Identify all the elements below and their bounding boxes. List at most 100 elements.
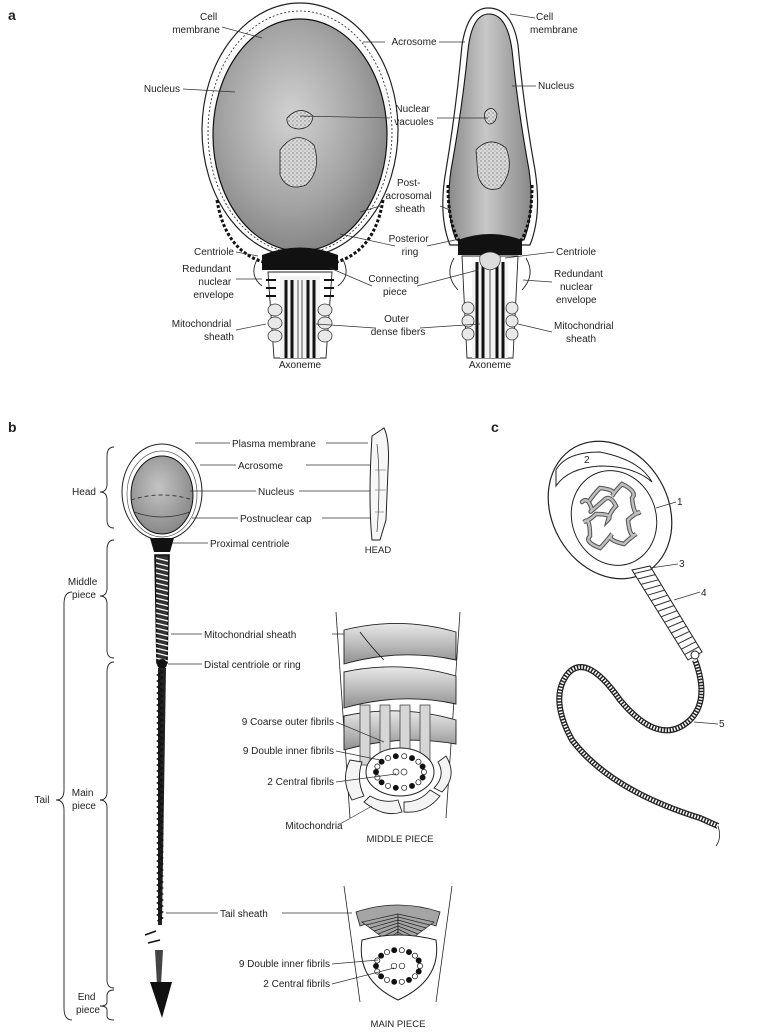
label-nucleus-right: Nucleus bbox=[538, 81, 574, 92]
caption-head: HEAD bbox=[365, 545, 392, 556]
caption-middle-piece: MIDDLE PIECE bbox=[366, 834, 433, 845]
fibril-dot bbox=[409, 782, 415, 789]
fibril-dot bbox=[398, 978, 405, 985]
label-axoneme-right: Axoneme bbox=[469, 360, 512, 371]
label-proximal-centriole: Proximal centriole bbox=[210, 539, 290, 550]
label-mitochondria: Mitochondria bbox=[285, 821, 343, 832]
label-mitochondrial-sheath-b: Mitochondrial sheath bbox=[204, 630, 296, 641]
fibril-dot bbox=[378, 779, 385, 786]
label-nucleus-b: Nucleus bbox=[258, 487, 294, 498]
fibril-dot bbox=[373, 769, 379, 775]
label-axoneme-left: Axoneme bbox=[279, 360, 322, 371]
label-connecting-piece: Connecting piece bbox=[368, 274, 421, 298]
fibril-dot bbox=[378, 952, 385, 959]
fibril-dot bbox=[378, 973, 385, 980]
mitochondrial-coil bbox=[155, 557, 169, 662]
fibril-dot bbox=[374, 774, 381, 781]
fibril-dot bbox=[391, 947, 398, 954]
label-number-3: 3 bbox=[679, 559, 685, 570]
label-9-double-inner-fibrils-middle: 9 Double inner fibrils bbox=[243, 746, 334, 757]
fibril-dot bbox=[401, 784, 408, 791]
label-acrosome: Acrosome bbox=[391, 37, 436, 48]
fibril-dot bbox=[378, 758, 385, 765]
fibril-dot bbox=[392, 753, 399, 760]
fibril-dot bbox=[421, 769, 427, 775]
label-postnuclear-cap: Postnuclear cap bbox=[240, 514, 312, 525]
panel-b-braces bbox=[55, 446, 115, 1021]
fibril-dot bbox=[385, 782, 391, 789]
label-distal-centriole-or-ring: Distal centriole or ring bbox=[204, 660, 301, 671]
label-2-central-fibrils-main: 2 Central fibrils bbox=[263, 979, 330, 990]
label-tail: Tail bbox=[34, 795, 49, 806]
label-post-acrosomal-sheath: Post- acrosomal sheath bbox=[386, 178, 435, 215]
fibril-ring-middle bbox=[373, 753, 427, 791]
fibril-dot bbox=[411, 973, 418, 980]
fibril-dot bbox=[411, 952, 418, 959]
fibril-ring-main bbox=[373, 947, 423, 985]
label-9-coarse-outer-fibrils: 9 Coarse outer fibrils bbox=[242, 717, 334, 728]
tail-sheath-wiggle bbox=[156, 669, 164, 922]
fibril-dot bbox=[415, 758, 422, 765]
label-head: Head bbox=[72, 487, 96, 498]
panel-b-main-piece-detail: 9 Double inner fibrils 2 Central fibrils… bbox=[239, 885, 453, 1030]
fibril-dot bbox=[417, 963, 423, 969]
fibril-dot bbox=[406, 949, 412, 956]
fibril-dot bbox=[419, 774, 426, 781]
label-nucleus-left: Nucleus bbox=[144, 84, 180, 95]
panel-b-middle-piece-detail: 9 Coarse outer fibrils 9 Double inner fi… bbox=[242, 611, 461, 845]
label-cell-membrane-left: Cell membrane bbox=[172, 12, 220, 36]
fibril-dot bbox=[373, 963, 379, 969]
panel-a-left-sperm-head bbox=[201, 2, 399, 359]
panel-b-sperm bbox=[121, 443, 203, 1018]
label-number-5: 5 bbox=[719, 719, 725, 730]
label-middle-piece: Middle piece bbox=[68, 577, 100, 601]
label-posterior-ring: Posterior ring bbox=[389, 234, 432, 258]
label-plasma-membrane: Plasma membrane bbox=[232, 439, 316, 450]
fibril-dot bbox=[415, 957, 422, 964]
label-end-piece: End piece bbox=[76, 992, 100, 1016]
panel-letter-b: b bbox=[8, 419, 17, 435]
panel-letter-a: a bbox=[8, 7, 16, 23]
fibril-dot bbox=[391, 978, 398, 985]
label-mitochondrial-sheath-right: Mitochondrial sheath bbox=[554, 321, 616, 345]
panel-a-right-sperm-head bbox=[442, 7, 539, 359]
chromatin-loops-highlight bbox=[580, 482, 641, 550]
fibril-dot bbox=[385, 755, 391, 762]
label-redundant-nuclear-envelope-right: Redundant nuclear envelope bbox=[554, 269, 606, 306]
label-9-double-inner-fibrils-main: 9 Double inner fibrils bbox=[239, 959, 330, 970]
label-tail-sheath: Tail sheath bbox=[220, 909, 268, 920]
label-redundant-nuclear-envelope-left: Redundant nuclear envelope bbox=[182, 264, 234, 301]
fibril-dot bbox=[419, 763, 426, 770]
fibril-dot bbox=[374, 763, 381, 770]
panel-b-head-side-view: HEAD bbox=[365, 427, 392, 556]
panel-b-region-labels: Head Middle piece Tail Main piece End pi… bbox=[34, 487, 100, 1016]
panel-c-sperm: 1 2 3 4 5 bbox=[547, 440, 725, 847]
label-cell-membrane-right: Cell membrane bbox=[530, 12, 578, 36]
label-mitochondrial-sheath-left: Mitochondrial sheath bbox=[172, 319, 234, 343]
label-centriole-right: Centriole bbox=[556, 247, 596, 258]
panel-b-structure-labels: Plasma membrane Acrosome Nucleus Postnuc… bbox=[166, 439, 372, 920]
middle-piece-segments bbox=[634, 568, 700, 656]
fibril-dot bbox=[384, 949, 390, 956]
panel-letter-c: c bbox=[491, 419, 499, 435]
label-nuclear-vacuoles: Nuclear vacuoles bbox=[394, 104, 433, 128]
fibril-dot bbox=[409, 755, 415, 762]
label-number-1: 1 bbox=[677, 497, 683, 508]
label-centriole-left: Centriole bbox=[194, 247, 234, 258]
fibril-dot bbox=[392, 784, 399, 791]
label-main-piece: Main piece bbox=[72, 788, 97, 812]
fibril-dot bbox=[415, 779, 422, 786]
fibril-dot bbox=[398, 947, 405, 954]
label-number-2: 2 bbox=[584, 455, 590, 466]
caption-main-piece: MAIN PIECE bbox=[371, 1019, 426, 1030]
fibril-dot bbox=[401, 753, 408, 760]
panel-a-labels: Cell membrane Nucleus Centriole Redundan… bbox=[144, 12, 616, 371]
panel-c-number-labels: 1 2 3 4 5 bbox=[584, 455, 725, 730]
label-outer-dense-fibers: Outer dense fibers bbox=[371, 314, 425, 338]
label-2-central-fibrils-middle: 2 Central fibrils bbox=[267, 777, 334, 788]
label-acrosome-b: Acrosome bbox=[238, 461, 283, 472]
fibril-dot bbox=[406, 976, 412, 983]
label-number-4: 4 bbox=[701, 588, 707, 599]
fibril-dot bbox=[415, 968, 422, 975]
